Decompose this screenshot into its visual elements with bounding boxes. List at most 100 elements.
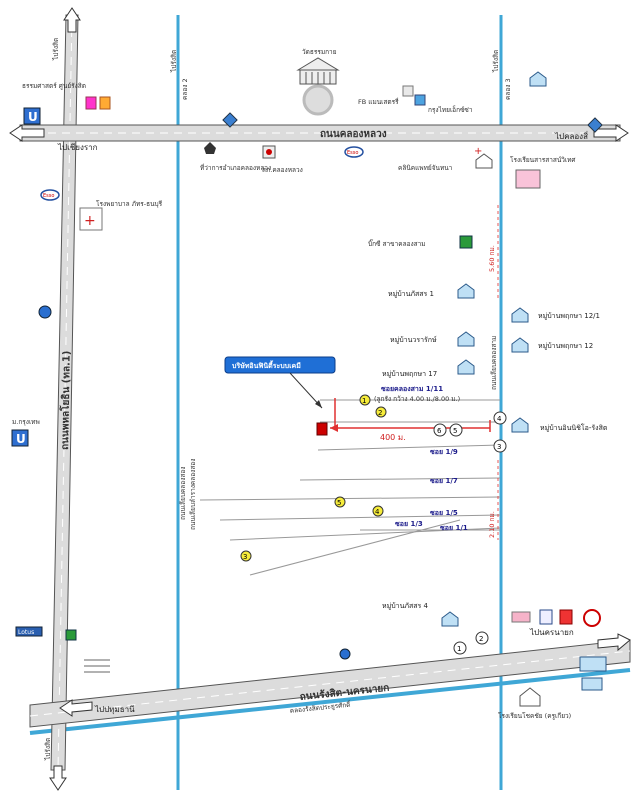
soi-roads — [199, 399, 501, 576]
marker-1-label: 1 — [362, 397, 366, 405]
dir-label-pathum: ไปปทุมธานี — [94, 705, 135, 714]
flag-icon — [511, 611, 531, 623]
house-icon — [441, 611, 459, 627]
label-distance-560: 5.60 กม. — [488, 245, 496, 272]
marker-1b: 1 — [453, 641, 467, 655]
label-distance-210: 2.10 กม. — [488, 511, 496, 538]
label-distance-400: 400 ม. — [380, 433, 406, 442]
dir-label-chiang-rak: ไปเชียงราก — [57, 143, 98, 152]
cross-icon: + — [474, 146, 482, 157]
label-lotus: Lotus — [18, 629, 34, 636]
svg-text:U: U — [16, 432, 26, 446]
label-village-phruksa17: หมู่บ้านพฤกษา 17 — [382, 370, 437, 378]
road-rangsit-nakhon-nayok — [29, 639, 631, 728]
arrow-top-north — [63, 7, 81, 33]
marker-4-label: 4 — [497, 415, 502, 423]
label-district-office: ที่ว่าการอำเภอคลองหลวง — [200, 163, 271, 172]
road-label-khlong-3-side: ถนนเลียบคลองสาม — [490, 336, 498, 390]
arrow-to-pathum — [59, 699, 93, 717]
marker-3: 3 — [493, 439, 507, 453]
marker-2-label: 2 — [378, 409, 382, 417]
label-school-top: โรงเรียนสารสาสน์วิเทศ — [510, 156, 576, 164]
roundabout-icon — [302, 84, 334, 116]
police-badge-icon — [266, 149, 272, 155]
school-icon — [515, 169, 541, 189]
label-hospital: โรงพยาบาล ภัทร-ธนบุรี — [96, 200, 163, 208]
bank-icon — [414, 94, 426, 106]
gas-station-icon-2 — [339, 648, 351, 660]
label-village-inthanin: หมู่บ้านอินนิชิโอ-รังสิต — [540, 423, 608, 432]
canal-label-khlong-2: คลอง 2 — [181, 78, 189, 100]
label-soi-1-5: ซอย 1/5 — [430, 509, 458, 517]
shop-icon-2 — [99, 96, 111, 110]
label-village-phruksa12-1: หมู่บ้านพฤกษา 12/1 — [538, 312, 600, 320]
house-icon — [511, 417, 529, 433]
dir-label-rangsit-khlong2: ไปรังสิต — [170, 50, 178, 73]
traffic-sign-icon-2 — [587, 117, 603, 133]
bottom-right-icons — [511, 609, 607, 707]
label-highlight-company: บริษัทอินฟินิตี้ระบบเคมี — [232, 359, 301, 370]
district-office-icon — [204, 142, 216, 154]
marker-2b-label: 2 — [479, 635, 483, 643]
label-village-phatsorn1: หมู่บ้านภัสสร 1 — [388, 290, 434, 298]
dir-label-khlong-si: ไปคลองสี่ — [554, 130, 588, 141]
label-dharmasastra: ธรรมศาสตร์ ศูนย์รังสิต — [22, 82, 86, 90]
gas-station-icon — [38, 305, 52, 319]
label-village-phruksa12: หมู่บ้านพฤกษา 12 — [538, 342, 593, 350]
label-clinic: คลินิคแพทย์จันทนา — [398, 164, 453, 172]
temple-icon — [296, 57, 340, 85]
route-line — [330, 205, 499, 540]
shop-icon — [85, 96, 97, 110]
label-village-phatsorn4: หมู่บ้านภัสสร 4 — [382, 602, 429, 610]
esso-icon: Esso — [40, 189, 60, 201]
big-c-icon — [459, 235, 473, 249]
building-icon — [402, 85, 414, 97]
marker-5b: 5 — [334, 496, 346, 508]
canal-rangsit — [29, 668, 631, 735]
shop-icon-3 — [65, 629, 77, 641]
marker-1: 1 — [359, 394, 371, 406]
house-icon — [457, 283, 475, 299]
label-big-c: บิ๊กซี สาขาคลองสาม — [368, 239, 426, 248]
seven-eleven-icon — [583, 609, 601, 627]
bank-icon-2 — [539, 609, 553, 625]
hospital-icon — [79, 207, 103, 231]
road-label-phahonyothin: ถนนพหลโยธิน (ทล.1) — [58, 351, 73, 451]
svg-text:Esso: Esso — [43, 193, 54, 199]
arrow-to-nakhon-nayok — [597, 633, 631, 652]
marker-2: 2 — [375, 406, 387, 418]
house-icon — [511, 337, 529, 353]
marker-5b-label: 5 — [337, 499, 341, 507]
label-soi-1-11-note: (ลูกรัง กว้าง 4.00 ม./8.00 ม.) — [374, 395, 460, 403]
lotus-icon: Lotus — [15, 626, 43, 637]
dir-label-rangsit-top: ไปรังสิต — [52, 38, 60, 61]
hospital-cross-icon: + — [84, 213, 96, 229]
destination-icon — [316, 422, 328, 436]
label-soi-1-7: ซอย 1/7 — [430, 477, 458, 485]
marker-3b: 3 — [240, 550, 252, 562]
traffic-sign-icon — [222, 112, 238, 128]
label-soi-1-3: ซอย 1/3 — [395, 520, 423, 528]
esso-icon-2: Esso — [344, 146, 364, 158]
marker-4: 4 — [493, 411, 507, 425]
highlight-callout: บริษัทอินฟินิตี้ระบบเคมี — [224, 356, 336, 409]
marker-1b-label: 1 — [457, 645, 461, 653]
marker-5: 5 — [449, 423, 463, 437]
marker-4b: 4 — [372, 505, 384, 517]
house-icon — [457, 359, 475, 375]
university-icon-2: U — [11, 429, 29, 447]
university-icon: U — [23, 107, 41, 125]
arrow-to-chiang-rak — [9, 124, 45, 142]
school-building-icon — [519, 687, 541, 707]
school-icon-2 — [579, 656, 607, 672]
dir-label-rangsit-bottom: ไปรังสิต — [44, 738, 52, 761]
house-icon — [457, 331, 475, 347]
dir-label-rangsit-khlong3: ไปรังสิต — [492, 50, 500, 73]
house-icon — [511, 307, 529, 323]
road-label-khlong-2-side-b: ถนนเลียบลำรางคลองสอง — [189, 459, 197, 530]
dir-label-nakhon-nayok: ไปนครนายก — [529, 628, 574, 637]
arrow-bottom-south — [49, 765, 67, 791]
label-krungthai: กรุงไทยเอ็กซ์ซ่า — [428, 105, 473, 114]
label-soi-1-1: ซอย 1/1 — [440, 524, 468, 532]
